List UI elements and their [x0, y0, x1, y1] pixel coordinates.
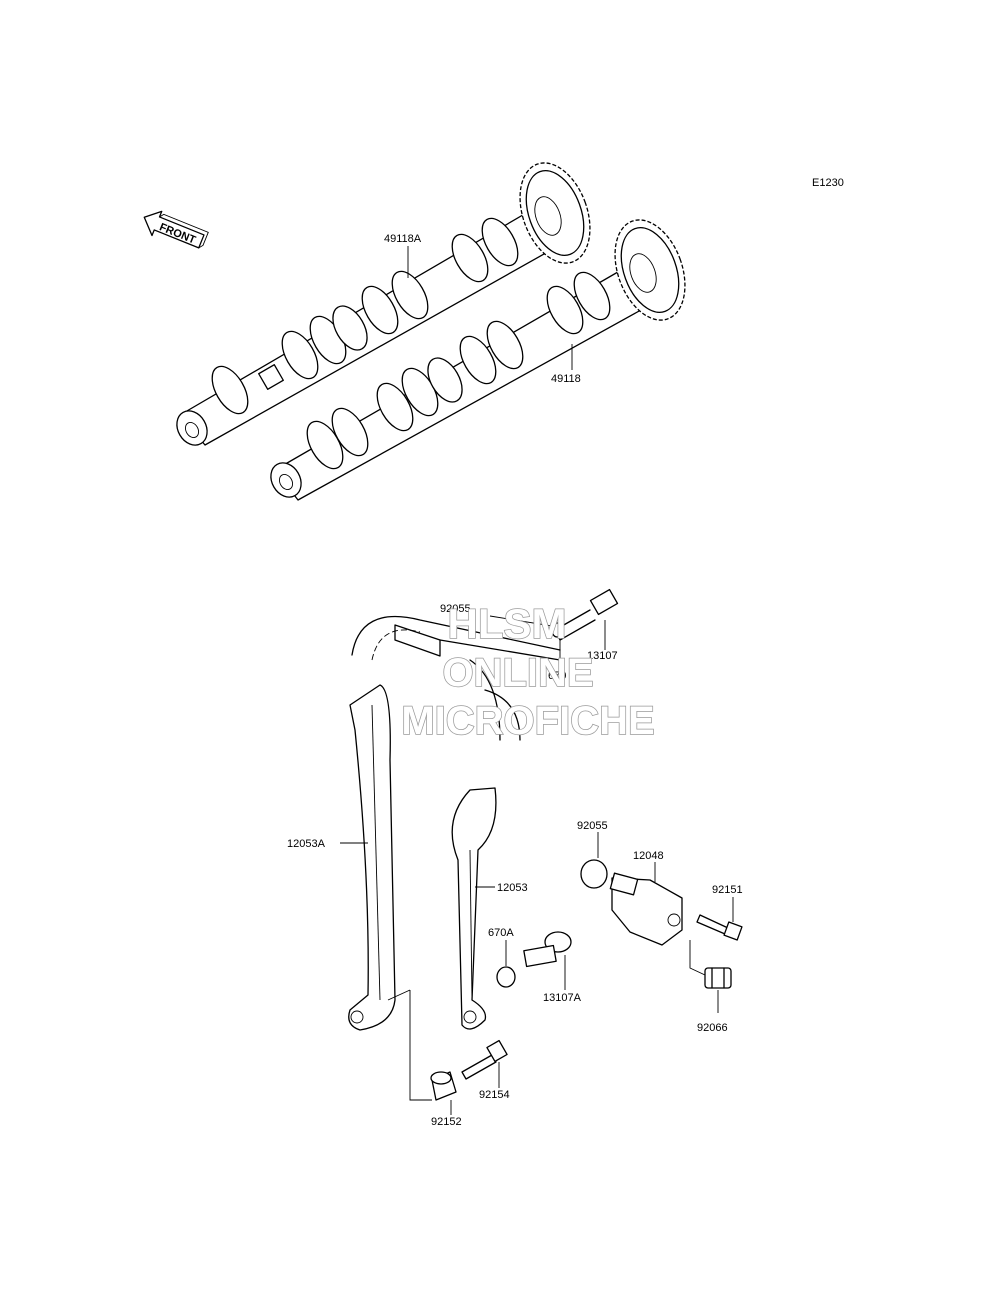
label-92154: 92154 [479, 1089, 510, 1101]
camshaft-49118 [270, 219, 686, 501]
watermark: HLSM ONLINE MICROFICHE [401, 599, 656, 744]
front-arrow-icon: FRONT [143, 210, 209, 249]
collar-92152 [430, 1071, 457, 1101]
label-49118: 49118 [551, 373, 581, 385]
label-670: 670 [548, 670, 566, 682]
label-92152: 92152 [431, 1116, 462, 1128]
bolt-92151 [696, 914, 743, 941]
label-92151: 92151 [712, 884, 743, 896]
label-12053a: 12053A [287, 838, 326, 850]
diagram-code: E1230 [812, 177, 844, 189]
o-ring-92055-top [551, 622, 563, 638]
bolt-92066 [704, 967, 732, 989]
label-92066: 92066 [697, 1022, 728, 1034]
chain-tensioner-12048 [609, 872, 683, 946]
chain-guide-12053a [348, 684, 396, 1031]
label-13107: 13107 [587, 650, 618, 662]
bolt-13107a [523, 931, 572, 968]
watermark-line2: ONLINE [442, 651, 593, 695]
label-92055-top: 92055 [440, 603, 471, 615]
watermark-line1: HLSM [448, 600, 567, 647]
label-12053: 12053 [497, 882, 528, 894]
camshaft-49118a [176, 162, 591, 446]
label-670a: 670A [488, 927, 514, 939]
label-13107a: 13107A [543, 992, 582, 1004]
timing-chain [351, 616, 561, 741]
label-12048: 12048 [633, 850, 664, 862]
o-ring-670a [496, 966, 516, 988]
chain-guide-12053 [451, 787, 497, 1030]
bolt-92154 [461, 1039, 508, 1080]
o-ring-92055 [580, 859, 608, 889]
watermark-line3: MICROFICHE [401, 699, 654, 743]
label-92055: 92055 [577, 820, 608, 832]
label-49118a: 49118A [384, 233, 422, 245]
